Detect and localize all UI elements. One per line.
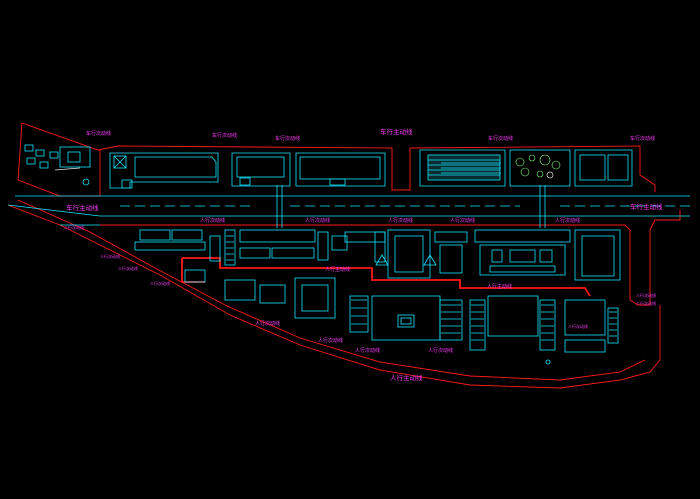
label-ped-b: 人行次动线 <box>305 217 330 224</box>
label-ped-c: 人行次动线 <box>388 217 413 224</box>
label-west-d: 人行次动线 <box>150 280 170 286</box>
label-ped-g: 人行次动线 <box>318 337 343 344</box>
label-road-north: 车行主动线 <box>380 127 413 136</box>
label-road-east: 车行主动线 <box>630 202 663 211</box>
label-top-b: 车行次动线 <box>212 132 237 139</box>
label-ped-h: 人行次动线 <box>355 347 380 354</box>
label-ped-a: 人行次动线 <box>200 217 225 224</box>
label-road-west: 车行主动线 <box>66 203 99 212</box>
label-west-c: 人行次动线 <box>118 265 138 271</box>
label-east-a: 人行次动线 <box>636 292 656 298</box>
label-ped-center: 人行主动线 <box>325 266 350 273</box>
label-top-a: 车行次动线 <box>86 130 111 137</box>
label-ped-east: 人行主动线 <box>487 283 512 290</box>
annotation-labels: 车行主动线 车行主动线 车行主动线 人行主动线 人行主动线 人行主动线 人行次动… <box>64 127 663 382</box>
north-buildings <box>24 144 633 189</box>
label-center-plaza: 人行次动线 <box>428 347 453 354</box>
main-road <box>7 185 690 228</box>
label-east-c: 人行次动线 <box>568 323 588 329</box>
label-ped-e: 人行次动线 <box>555 217 580 224</box>
label-top-e: 车行次动线 <box>630 135 655 142</box>
label-ped-south: 人行主动线 <box>390 373 423 382</box>
label-west-b: 人行次动线 <box>100 253 120 259</box>
label-west-a: 人行次动线 <box>64 224 84 230</box>
label-ped-f: 人行次动线 <box>255 320 280 327</box>
label-ped-d: 人行次动线 <box>450 217 475 224</box>
hatched-areas <box>226 162 617 341</box>
label-east-b: 人行次动线 <box>636 300 656 306</box>
label-top-d: 车行次动线 <box>488 135 513 142</box>
label-top-c: 车行次动线 <box>275 135 300 142</box>
south-buildings <box>134 229 621 365</box>
